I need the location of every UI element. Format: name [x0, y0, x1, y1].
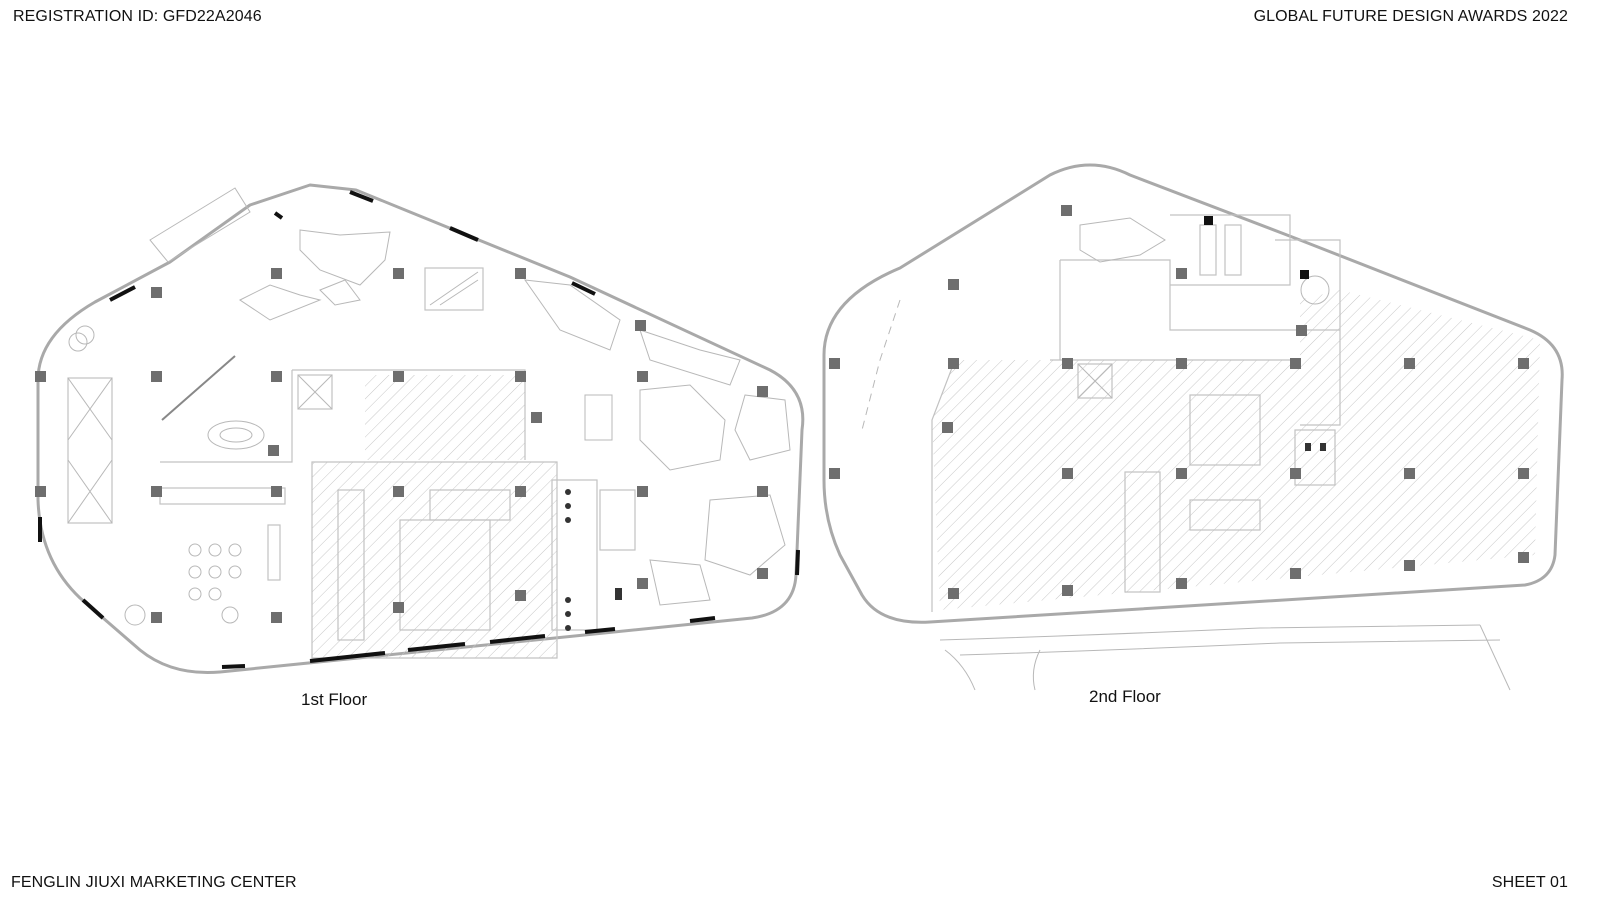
- first-floor-windows: [38, 190, 800, 669]
- first-floor-caption: 1st Floor: [301, 690, 368, 709]
- second-floor-columns: [829, 205, 1529, 599]
- second-floor-outline: [822, 163, 1564, 624]
- registration-id: REGISTRATION ID: GFD22A2046: [13, 8, 262, 25]
- second-floor-caption: 2nd Floor: [1089, 687, 1161, 706]
- award-title: GLOBAL FUTURE DESIGN AWARDS 2022: [1253, 8, 1568, 25]
- sheet-number: SHEET 01: [1491, 874, 1568, 891]
- project-name: FENGLIN JIUXI MARKETING CENTER: [11, 874, 297, 891]
- first-floor-plan: [35, 183, 805, 674]
- second-floor-plan: [822, 163, 1564, 691]
- second-floor-slab-hatch: [932, 290, 1540, 610]
- first-floor-columns: [35, 268, 768, 623]
